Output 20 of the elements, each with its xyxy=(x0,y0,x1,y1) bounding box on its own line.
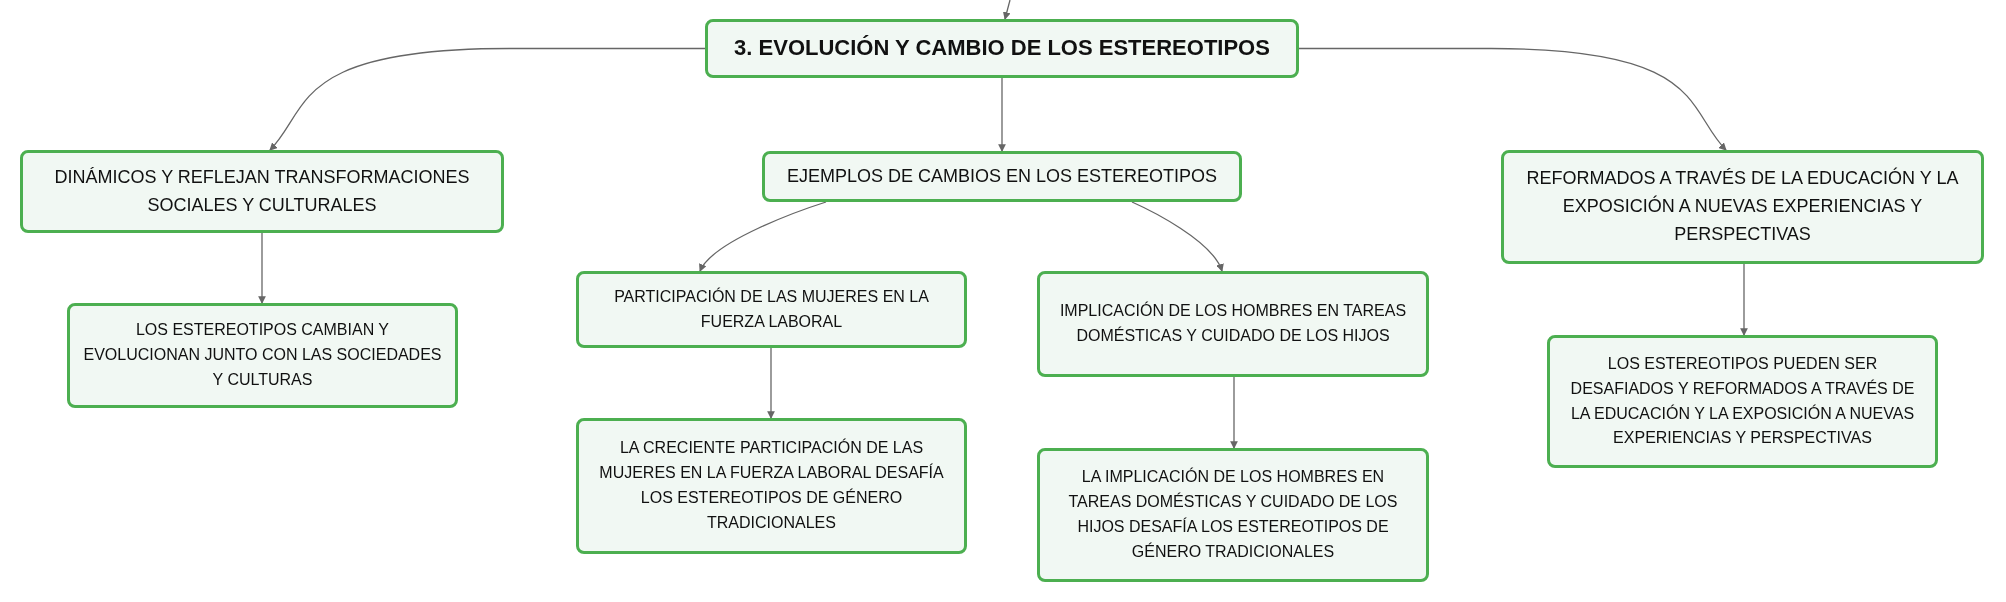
connector-arrow xyxy=(1131,201,1223,272)
connector-arrow xyxy=(1002,0,1011,20)
subtopic-box: PARTICIPACIÓN DE LAS MUJERES EN LA FUERZA LABORAL xyxy=(576,271,967,348)
connector-arrow xyxy=(699,201,827,272)
connector-arrow xyxy=(1230,376,1238,449)
connector-arrow xyxy=(998,77,1006,152)
connector-arrow xyxy=(1298,47,1727,151)
subtopic-box: REFORMADOS A TRAVÉS DE LA EDUCACIÓN Y LA EXPOSICIÓN A NUEVAS EXPERIENCIAS Y PERSPECTIVAS xyxy=(1501,150,1984,264)
connector-arrow xyxy=(1740,263,1748,336)
connector-arrow xyxy=(767,347,775,419)
connector-arrow xyxy=(269,47,706,151)
subtopic-box: LA IMPLICACIÓN DE LOS HOMBRES EN TAREAS DOMÉSTICAS Y CUIDADO DE LOS HIJOS DESAFÍA LOS ESTEREOTIPOS DE GÉNERO TRADICIONALES xyxy=(1037,448,1429,582)
connector-arrow xyxy=(258,232,266,304)
subtopic-box: IMPLICACIÓN DE LOS HOMBRES EN TAREAS DOMÉSTICAS Y CUIDADO DE LOS HIJOS xyxy=(1037,271,1429,377)
subtopic-box: DINÁMICOS Y REFLEJAN TRANSFORMACIONES SOCIALES Y CULTURALES xyxy=(20,150,504,233)
subtopic-box: LOS ESTEREOTIPOS PUEDEN SER DESAFIADOS Y REFORMADOS A TRAVÉS DE LA EDUCACIÓN Y LA EXPOSICIÓN A NUEVAS EXPERIENCIAS Y PERSPECTIVAS xyxy=(1547,335,1938,468)
topic-box: 3. EVOLUCIÓN Y CAMBIO DE LOS ESTEREOTIPOS xyxy=(705,19,1299,78)
subtopic-box: EJEMPLOS DE CAMBIOS EN LOS ESTEREOTIPOS xyxy=(762,151,1242,202)
subtopic-box: LA CRECIENTE PARTICIPACIÓN DE LAS MUJERES EN LA FUERZA LABORAL DESAFÍA LOS ESTEREOTIPOS DE GÉNERO TRADICIONALES xyxy=(576,418,967,554)
subtopic-box: LOS ESTEREOTIPOS CAMBIAN Y EVOLUCIONAN JUNTO CON LAS SOCIEDADES Y CULTURAS xyxy=(67,303,458,408)
